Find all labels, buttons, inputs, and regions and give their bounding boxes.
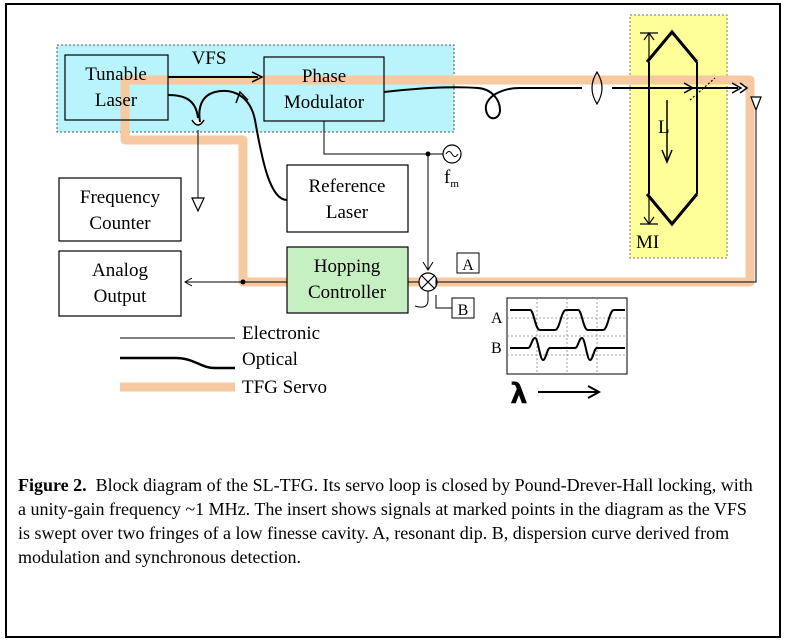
frequency-counter-label-2: Counter: [89, 213, 151, 234]
analog-output-box: [58, 250, 182, 317]
optical-laser-detector: [167, 94, 199, 119]
tunable-laser-label-1: Tunable: [85, 64, 147, 85]
point-b-label: B: [458, 302, 469, 319]
analog-output-label-1: Analog: [92, 260, 148, 281]
rf-to-modulator: [323, 121, 443, 155]
detector-counter: [191, 197, 205, 213]
hopping-controller-label-1: Hopping: [314, 256, 381, 277]
michelson-interferometer: [645, 29, 699, 227]
legend-servo-label: TFG Servo: [242, 377, 327, 398]
frequency-counter-box: [58, 177, 182, 242]
tunable-laser-label-2: Laser: [95, 90, 138, 111]
phase-modulator-label-2: Modulator: [284, 92, 365, 113]
mi-label: MI: [636, 232, 659, 253]
point-a-box: [456, 252, 480, 274]
hopping-controller-label-2: Controller: [308, 282, 387, 303]
insert-trace-a-label: A: [491, 310, 503, 327]
frequency-counter-label-1: Frequency: [80, 187, 161, 208]
length-label: L: [658, 117, 670, 138]
reference-laser-label-2: Laser: [326, 202, 369, 223]
insert-trace-b-label: B: [491, 340, 502, 357]
signal-insert: [506, 297, 628, 375]
legend-optical-line: [120, 356, 235, 370]
caption-text: Block diagram of the SL-TFG. Its servo l…: [18, 475, 753, 567]
beam-splitter: [689, 77, 716, 101]
hopping-controller-box: [286, 246, 409, 314]
point-a-label: A: [462, 257, 474, 274]
reference-laser-label-1: Reference: [309, 176, 386, 197]
optical-fiber-output: [383, 86, 582, 120]
trace-a-curve: [510, 309, 625, 331]
block-diagram: Tunable Laser Phase Modulator Frequency …: [56, 14, 762, 410]
legend-optical-label: Optical: [242, 349, 298, 370]
optical-reference-link: [198, 90, 288, 201]
reference-laser-box: [286, 164, 409, 233]
detector-beat: [191, 119, 205, 126]
tunable-laser-box: [64, 54, 169, 121]
caption-label: Figure 2.: [18, 475, 87, 495]
phase-modulator-label-1: Phase: [302, 66, 346, 87]
mi-region: [629, 14, 728, 259]
fm-label: fm: [444, 167, 459, 190]
lens-1: [591, 70, 603, 106]
analog-output-label-2: Output: [94, 286, 148, 307]
servo-return-line: [436, 110, 757, 283]
legend-electronic-label: Electronic: [242, 323, 320, 344]
trace-b-curve: [510, 336, 625, 362]
vfs-label: VFS: [192, 48, 227, 69]
lambda-symbol: λ: [510, 377, 528, 410]
detector-mi: [750, 96, 762, 112]
figure-caption: Figure 2. Block diagram of the SL-TFG. I…: [18, 473, 763, 569]
